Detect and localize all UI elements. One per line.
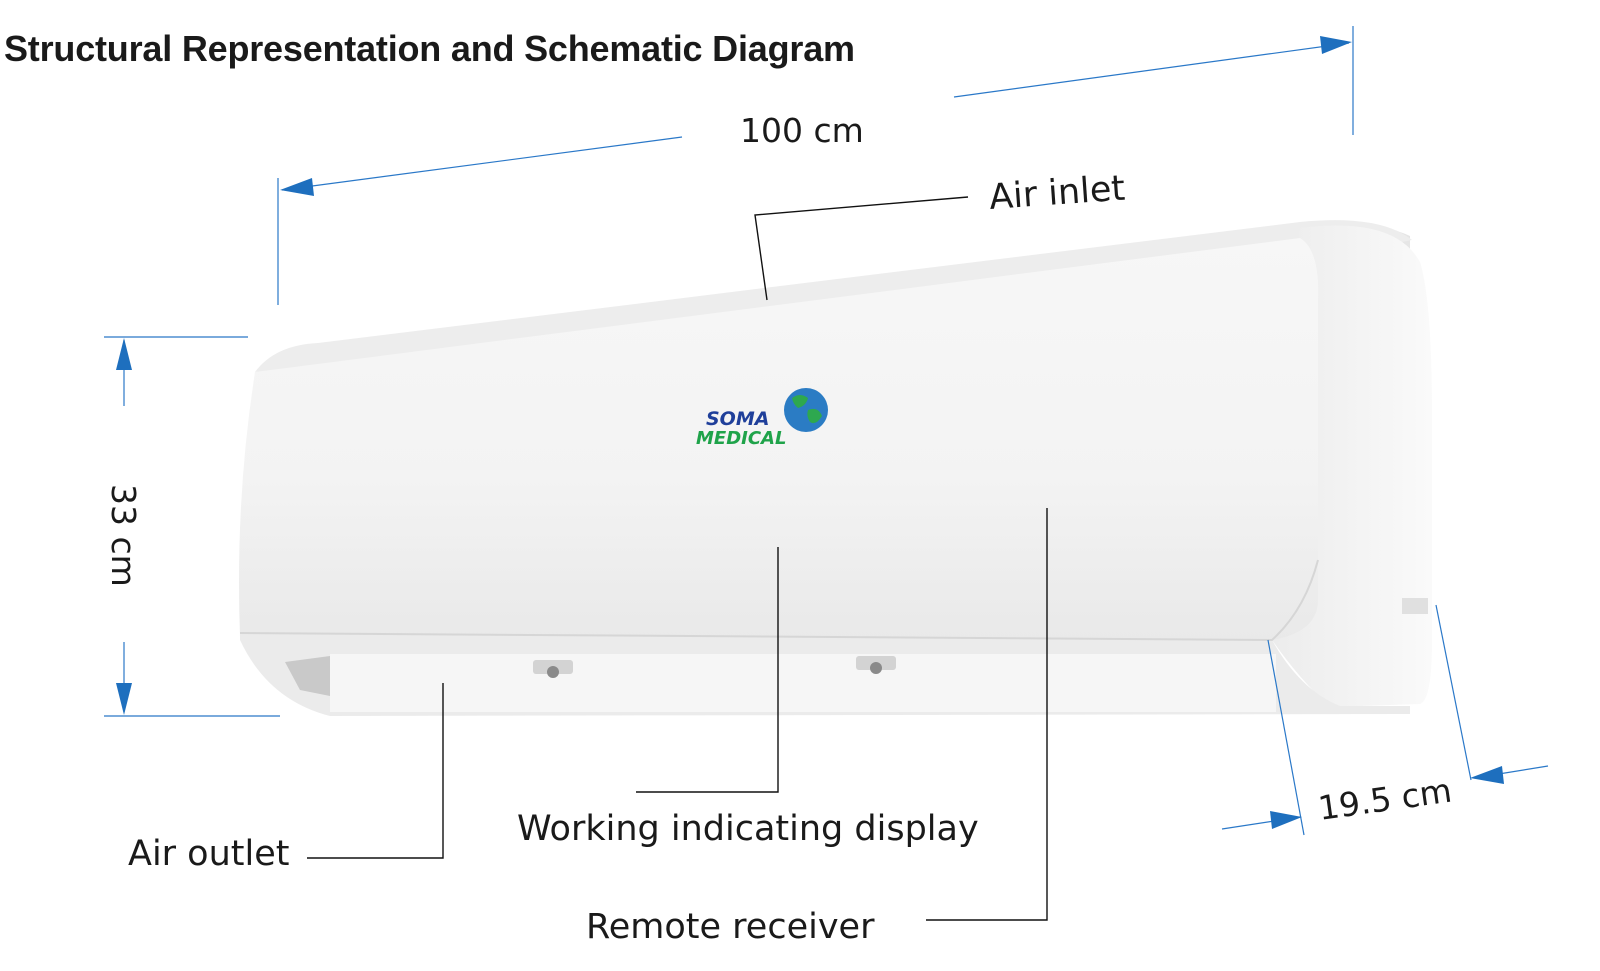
- air-outlet-label: Air outlet: [128, 834, 289, 874]
- unit-front-panel: [239, 238, 1319, 640]
- depth-arrow-right: [1470, 766, 1504, 784]
- globe-land: [792, 395, 822, 424]
- louver-clip-1: [533, 660, 573, 678]
- air-outlet-slot: [285, 656, 330, 696]
- depth-dimension: [1221, 604, 1549, 836]
- height-arrow-top: [116, 338, 132, 370]
- air-outlet-leader: [307, 683, 444, 859]
- width-dimension-label: 100 cm: [740, 111, 864, 150]
- soma-medical-logo: SOMA MEDICAL: [696, 388, 828, 449]
- air-outlet-opening: [330, 654, 1276, 712]
- width-dimension: [277, 26, 1354, 305]
- unit-top-bevel: [255, 220, 1412, 372]
- height-arrow-bottom: [116, 683, 132, 715]
- air-conditioner-unit: [239, 220, 1432, 716]
- depth-arrow-left: [1270, 811, 1302, 829]
- air-inlet-leader: [754, 196, 969, 301]
- depth-dimension-label: 19.5 cm: [1316, 771, 1454, 828]
- louver-clip-2: [856, 656, 896, 674]
- logo-text-line2: MEDICAL: [696, 428, 786, 449]
- remote-receiver-leader: [926, 508, 1048, 921]
- unit-panel-seam: [239, 559, 1319, 642]
- right-vent-detail: [1402, 598, 1428, 614]
- remote-receiver-label: Remote receiver: [586, 907, 875, 947]
- width-arrow-left: [280, 178, 314, 196]
- height-dimension: [104, 336, 280, 717]
- globe-icon: [784, 388, 828, 432]
- air-inlet-label: Air inlet: [988, 169, 1127, 218]
- working-display-label: Working indicating display: [517, 809, 979, 849]
- page-title: Structural Representation and Schematic …: [4, 28, 855, 69]
- width-arrow-right: [1320, 36, 1352, 54]
- display-leader: [636, 547, 779, 793]
- height-dimension-label: 33 cm: [104, 484, 143, 587]
- logo-text-line1: SOMA: [706, 408, 769, 430]
